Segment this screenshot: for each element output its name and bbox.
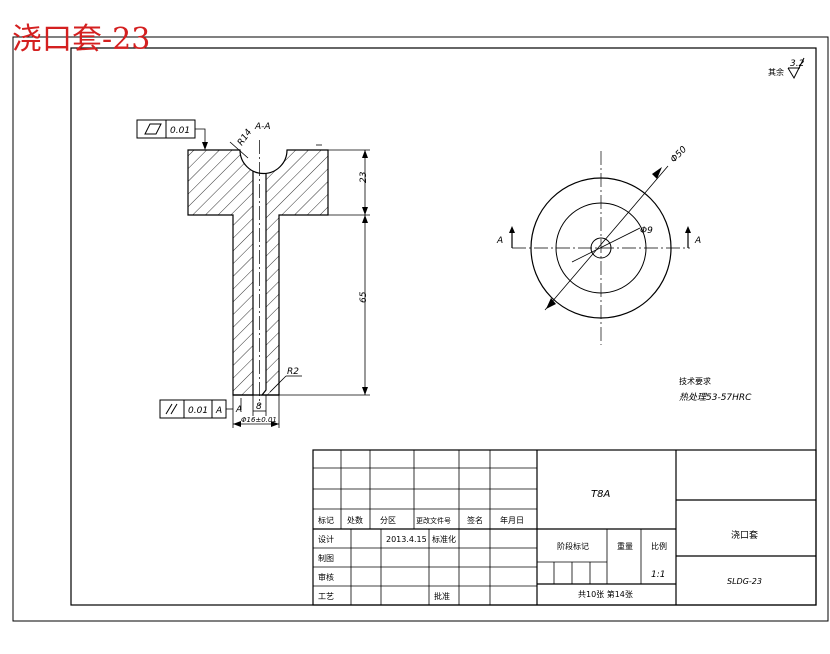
weight-label: 重量 <box>617 541 633 551</box>
drawing-title: 浇口套-23 <box>12 22 150 57</box>
dim-8: 8 <box>256 402 262 412</box>
draft-label: 制图 <box>318 553 334 563</box>
view-mark-right: A <box>694 236 701 246</box>
parallelism-frame: 0.01 A <box>159 399 233 419</box>
header-zone: 分区 <box>380 516 396 525</box>
header-mark: 标记 <box>318 515 334 525</box>
standard-label: 标准化 <box>432 534 456 544</box>
top-view: Φ50 Φ9 A A <box>496 145 701 345</box>
datum-a-label: A <box>235 405 242 415</box>
dim-r14: R14 <box>236 127 255 147</box>
parallel-value: 0.01 <box>188 406 208 416</box>
dim-65: 65 <box>359 291 369 303</box>
dim-r2: R2 <box>287 367 299 377</box>
roughness-prefix: 其余 <box>768 67 784 77</box>
dim-23: 23 <box>359 171 369 183</box>
parallel-icon <box>165 403 173 415</box>
header-count: 处数 <box>347 515 363 525</box>
scale-label: 比例 <box>651 541 667 551</box>
roughness-value: 3.2 <box>790 59 805 69</box>
review-label: 审核 <box>318 572 334 582</box>
design-label: 设计 <box>318 534 334 544</box>
tech-req-title: 技术要求 <box>679 376 711 386</box>
header-date: 年月日 <box>500 515 524 525</box>
roughness-symbol: 其余 3.2 <box>768 57 805 80</box>
roughness-check-icon <box>787 57 805 80</box>
section-view: A-A R14 0.01 23 65 R2 <box>136 119 370 428</box>
dim-phi9: Φ9 <box>640 226 653 236</box>
header-change-no: 更改文件号 <box>416 516 451 525</box>
approve-label: 批准 <box>434 591 450 601</box>
hatch-left <box>187 149 254 396</box>
section-label: A-A <box>254 122 271 132</box>
process-label: 工艺 <box>318 592 334 601</box>
header-signature: 签名 <box>467 515 483 525</box>
part-name: 浇口套 <box>731 529 758 541</box>
flatness-icon <box>144 123 162 135</box>
tech-req-line1: 热处理53-57HRC <box>679 392 752 403</box>
flatness-value: 0.01 <box>170 126 190 136</box>
drawing-no: SLDG-23 <box>727 577 762 586</box>
sheets: 共10张 第14张 <box>578 589 633 599</box>
title-block <box>312 449 817 606</box>
stage-label: 阶段标记 <box>557 541 589 551</box>
parallel-datum: A <box>215 406 222 416</box>
view-mark-left: A <box>496 236 503 246</box>
design-date: 2013.4.15 <box>386 535 427 544</box>
hatch-right <box>260 149 329 396</box>
flatness-frame: 0.01 <box>136 119 208 150</box>
dim-phi16: Φ16±0.01 <box>241 416 277 424</box>
scale-value: 1:1 <box>651 570 665 580</box>
dim-phi50: Φ50 <box>669 145 689 165</box>
outer-frame <box>12 36 829 622</box>
material: T8A <box>591 489 610 500</box>
